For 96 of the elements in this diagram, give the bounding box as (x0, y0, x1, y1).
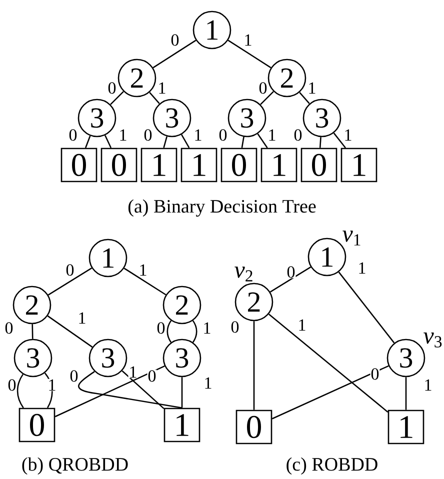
terminal-box: 0 (100, 148, 138, 182)
edge-label: 0 (143, 128, 153, 142)
edge-label: 0 (4, 322, 14, 334)
terminal-box: 0 (18, 408, 56, 442)
edge-line (260, 91, 274, 105)
edge-label: 1 (157, 82, 167, 94)
decision-node: 2 (162, 286, 202, 324)
edge-label: 0 (258, 82, 268, 94)
edge-line (110, 91, 124, 105)
edge-line (253, 321, 255, 410)
edge-line (32, 324, 34, 339)
edge-line (166, 320, 172, 343)
edge-line (192, 320, 198, 343)
terminal-box: 1 (164, 408, 200, 442)
edge-label: 0 (218, 128, 228, 142)
edge-line (47, 315, 93, 348)
edge-line (152, 40, 196, 68)
edge-line (299, 92, 310, 104)
edge-line (272, 365, 389, 420)
edge-label: 1 (47, 378, 57, 392)
edge-label: 0 (65, 264, 75, 276)
edge-label: 0 (156, 322, 166, 334)
edge-label: 0 (69, 370, 79, 382)
decision-node: 3 (78, 98, 116, 138)
terminal-box: 0 (236, 410, 272, 444)
edge-line (104, 135, 112, 148)
edge-line (257, 133, 268, 148)
edge-label: 1 (423, 378, 433, 392)
edge-line (180, 134, 190, 148)
terminal-box: 1 (180, 148, 218, 182)
edge-label: 0 (147, 370, 157, 382)
terminal-box: 0 (300, 148, 338, 182)
terminal-box: 1 (260, 148, 298, 182)
edge-line (241, 136, 244, 148)
decision-node: 3 (152, 98, 192, 138)
decision-node: 2 (234, 282, 274, 322)
decision-node: 2 (12, 286, 52, 324)
edge-line (149, 92, 160, 104)
edge-line (268, 314, 388, 413)
edge-label: 0 (370, 368, 380, 380)
edge-label: 1 (357, 262, 367, 274)
edge-label: 1 (77, 312, 87, 324)
edge-line (84, 136, 91, 148)
edge-line (16, 374, 24, 408)
edge-label: 0 (7, 378, 17, 392)
edge-line (338, 272, 395, 344)
edge-line (319, 137, 322, 148)
decision-node: 1 (192, 10, 232, 50)
edge-line (48, 268, 92, 296)
decision-node: 3 (14, 338, 52, 378)
terminal-box: 1 (388, 410, 424, 444)
edge-label: 0 (107, 82, 117, 94)
caption: (a) Binary Decision Tree (128, 199, 316, 217)
edge-label: 1 (202, 322, 212, 334)
edge-label: 1 (128, 366, 138, 378)
edge-label: 1 (267, 128, 277, 142)
variable-label: v$_{3}$ (424, 332, 442, 348)
variable-label: v$_{2}$ (234, 266, 252, 282)
edge-line (78, 371, 182, 408)
caption: (c) ROBDD (286, 457, 378, 475)
edge-label: 0 (170, 34, 180, 46)
edge-line (333, 132, 346, 148)
edge-line (270, 266, 312, 292)
edge-line (405, 377, 407, 410)
decision-node: 3 (228, 98, 266, 138)
edge-line (163, 136, 168, 148)
edge-label: 1 (297, 318, 307, 332)
decision-node: 1 (308, 238, 346, 276)
decision-node: 3 (88, 338, 128, 378)
decision-node: 2 (268, 58, 306, 98)
edge-label: 1 (243, 34, 253, 46)
edge-label: 0 (293, 128, 303, 142)
edge-label: 1 (118, 128, 128, 142)
edge-line (54, 365, 165, 418)
terminal-box: 1 (340, 148, 378, 182)
terminal-box: 0 (60, 148, 98, 182)
edge-label: 0 (286, 266, 296, 278)
edge-line (228, 40, 272, 68)
caption: (b) QROBDD (22, 457, 128, 475)
edge-label: 1 (193, 128, 203, 142)
edge-label: 0 (230, 320, 240, 334)
edge-label: 1 (203, 376, 213, 390)
decision-node: 3 (386, 338, 426, 378)
edge-label: 1 (343, 128, 353, 142)
edge-line (122, 370, 164, 410)
decision-node: 3 (162, 338, 202, 378)
edge-label: 1 (138, 264, 148, 276)
decision-node: 1 (88, 238, 128, 278)
edge-line (181, 377, 183, 408)
decision-node: 3 (302, 98, 342, 138)
edge-label: 1 (307, 82, 317, 94)
terminal-box: 0 (220, 148, 258, 182)
terminal-box: 1 (140, 148, 178, 182)
decision-node: 2 (118, 58, 156, 98)
edge-label: 0 (68, 128, 78, 142)
edge-line (124, 268, 166, 296)
